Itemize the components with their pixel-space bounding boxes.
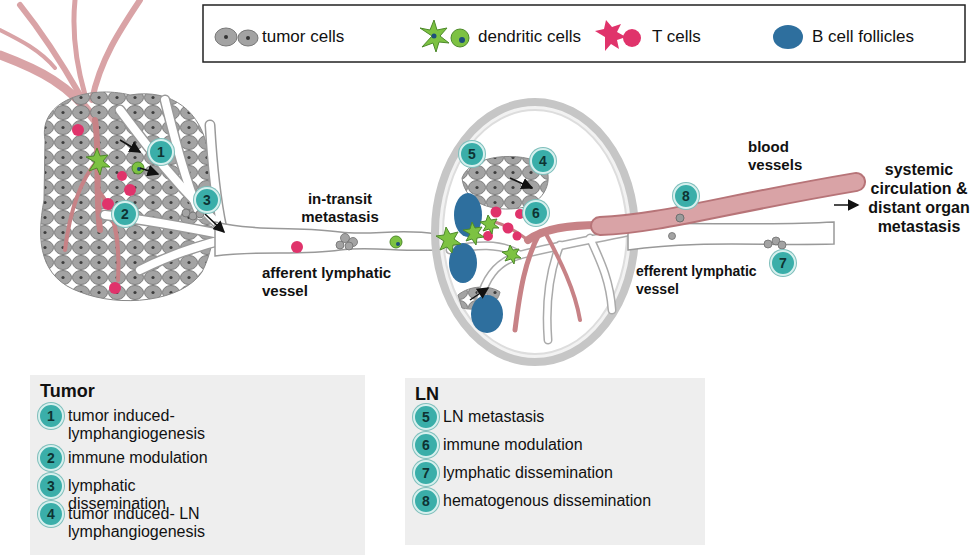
text-panel: Tumor tumor induced- lymphangiogenesis imm… bbox=[30, 375, 365, 555]
callout-number: 4 bbox=[38, 501, 64, 527]
legend-text: T cells bbox=[652, 27, 701, 47]
label-text: blood vessels bbox=[748, 138, 802, 173]
callout-number: 8 bbox=[413, 488, 439, 514]
callout-number: 3 bbox=[194, 187, 220, 213]
callout-text: 7 bbox=[422, 465, 430, 481]
callout-number: 1 bbox=[148, 139, 174, 165]
list-item: hematogenous dissemination bbox=[443, 492, 693, 510]
callout-text: 5 bbox=[468, 146, 476, 162]
callout-number: 2 bbox=[38, 445, 64, 471]
label-text: in-transit metastasis bbox=[301, 190, 379, 225]
panel-heading: Tumor bbox=[40, 381, 95, 401]
callout-number: 5 bbox=[413, 404, 439, 430]
text-panel: LNLN metastasis immune modulation lymphati… bbox=[405, 378, 705, 545]
text-label: systemic circulation & distant organ met… bbox=[864, 160, 974, 236]
callout-text: 8 bbox=[422, 493, 430, 509]
list-item: LN metastasis bbox=[443, 408, 693, 426]
callout-text: 6 bbox=[532, 205, 540, 221]
text-label: efferent lymphatic vessel bbox=[636, 262, 762, 298]
callout-text: 1 bbox=[157, 144, 165, 160]
legend-box bbox=[203, 5, 965, 62]
callout-number: 3 bbox=[38, 473, 64, 499]
list-item: tumor induced- lymphangiogenesis bbox=[68, 407, 228, 443]
callout-text: 6 bbox=[422, 437, 430, 453]
panel-heading: LN bbox=[415, 384, 439, 404]
text-label: afferent lymphatic vessel bbox=[262, 264, 402, 300]
callout-number: 5 bbox=[459, 141, 485, 167]
callout-number: 6 bbox=[523, 200, 549, 226]
callout-text: 7 bbox=[779, 255, 787, 271]
callout-number: 1 bbox=[38, 403, 64, 429]
callout-text: 4 bbox=[539, 153, 547, 169]
callout-number: 6 bbox=[413, 432, 439, 458]
list-item: immune modulation bbox=[443, 436, 693, 454]
callout-text: 4 bbox=[47, 506, 55, 522]
legend-text: dendritic cells bbox=[478, 27, 581, 47]
list-item: immune modulation bbox=[68, 449, 228, 467]
list-item: tumor induced- LN lymphangiogenesis bbox=[68, 505, 228, 541]
list-item: lymphatic dissemination bbox=[443, 464, 693, 482]
callout-text: 3 bbox=[203, 192, 211, 208]
callout-text: 2 bbox=[47, 450, 55, 466]
callout-number: 8 bbox=[673, 183, 699, 209]
callout-number: 7 bbox=[770, 250, 796, 276]
legend-text: B cell follicles bbox=[812, 27, 914, 47]
callout-number: 7 bbox=[413, 460, 439, 486]
callout-text: 2 bbox=[121, 206, 129, 222]
callout-text: 8 bbox=[682, 188, 690, 204]
legend-text: tumor cells bbox=[262, 27, 344, 47]
callout-number: 4 bbox=[530, 148, 556, 174]
text-label: blood vessels bbox=[748, 138, 818, 174]
callout-text: 3 bbox=[47, 478, 55, 494]
label-text: efferent lymphatic vessel bbox=[636, 263, 757, 297]
label-text: systemic circulation & distant organ met… bbox=[868, 161, 969, 235]
text-label: in-transit metastasis bbox=[292, 190, 388, 226]
label-text: afferent lymphatic vessel bbox=[262, 264, 391, 299]
callout-text: 1 bbox=[47, 408, 55, 424]
callout-text: 5 bbox=[422, 409, 430, 425]
callout-number: 2 bbox=[112, 201, 138, 227]
